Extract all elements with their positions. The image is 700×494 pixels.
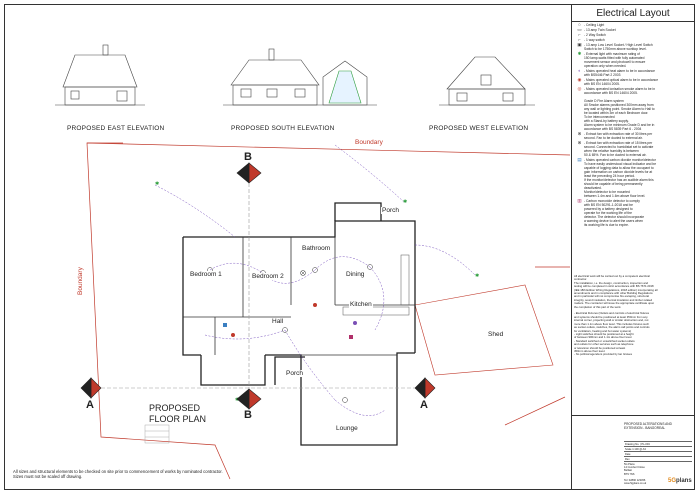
legend-item: ◎- Mains operated ionisation smoke alarm… — [572, 86, 694, 131]
section-markers — [80, 162, 436, 410]
company-logo: 5Gplans — [668, 478, 692, 484]
legend-item: ▤- Mains operated carbon dioxide monitor… — [572, 157, 694, 198]
legend-item: ▣- 13 amp Low Level Socket / High Level … — [572, 42, 694, 51]
external-light-icon: ✱ — [577, 50, 582, 56]
legend-item: ⊗- Extract fan with extraction rate of 1… — [572, 140, 694, 157]
site-footnote: All sizes and structural elements to be … — [13, 469, 223, 480]
legend-item-text: - Extract fan with extraction rate of 15… — [584, 140, 654, 157]
section-b-bottom: B — [244, 409, 252, 421]
project-title: PROPOSED ALTERATIONS AND EXTENSION - BAN… — [624, 422, 672, 430]
legend-item-text: - 13 amp Low Level Socket / High Level S… — [584, 42, 653, 51]
floor-plan-walls — [182, 202, 416, 446]
boundary-label-top: Boundary — [355, 139, 383, 146]
switch-icon: ⌐ — [578, 36, 581, 42]
legend-item-text: - Mains operated optical alarm to be in … — [584, 77, 659, 86]
drawing-info-row: Date — [624, 452, 692, 457]
room-lounge: Lounge — [335, 425, 359, 432]
legend-item-text: - Extract fan with extraction rate of 30… — [584, 131, 653, 140]
east-elevation — [55, 44, 145, 106]
floor-plan-title: PROPOSED FLOOR PLAN — [149, 403, 207, 424]
drawing-info-grid: Drawing No. | PL-004 Scale 1:100 @ A3 Da… — [624, 441, 692, 462]
smoke-alarm-icon: ◉ — [577, 76, 582, 82]
section-b-top: B — [244, 151, 252, 163]
west-elevation — [439, 56, 535, 106]
section-a-right: A — [420, 399, 428, 411]
drawing-sheet: ✱ ✱ ✱ ✱ — [4, 4, 695, 490]
boundary-label-left: Boundary — [77, 267, 84, 295]
firm-details: 5G Plans 14 Cumberl Close Belfast BT9 7N… — [624, 463, 647, 486]
svg-text:✱: ✱ — [235, 397, 240, 403]
drawing-svg: ✱ ✱ ✱ ✱ — [55, 44, 571, 480]
kitchen-units — [342, 254, 410, 316]
ionisation-alarm-icon: ◎ — [577, 85, 582, 91]
room-hall: Hall — [271, 318, 285, 325]
room-kitchen: Kitchen — [349, 301, 373, 308]
legend-item: ○- Ceiling Light — [572, 22, 694, 27]
legend-item-text: - Ceiling Light — [584, 22, 605, 27]
south-elevation — [223, 48, 377, 106]
legend-item-text: - Mains operated ionisation smoke alarm … — [584, 86, 656, 131]
floor-plan-partitions — [183, 237, 415, 356]
svg-text:✱: ✱ — [155, 181, 160, 187]
west-elevation-title: PROPOSED WEST ELEVATION — [429, 125, 529, 132]
drawing-area: ✱ ✱ ✱ ✱ — [5, 5, 571, 489]
legend-item-text: - 1 way switch — [584, 37, 605, 42]
electrical-wiring — [154, 144, 476, 416]
legend-item: ▭- 13 amp Twin Socket — [572, 27, 694, 32]
room-bathroom: Bathroom — [301, 245, 332, 252]
room-dining: Dining — [345, 271, 366, 278]
legend-item: ⌐- 2 Way Switch — [572, 32, 694, 37]
fused-spur-icon: ▣ — [577, 41, 582, 47]
socket-icon: ▭ — [577, 26, 582, 32]
extract-fan-icon: ⊗ — [577, 130, 582, 136]
legend-item: ▥- Carbon monoxide detector to comply wi… — [572, 198, 694, 227]
co-alarm-icon: ▥ — [577, 197, 582, 203]
svg-text:✱: ✱ — [475, 273, 480, 279]
legend-item: ⌐- 1 way switch — [572, 37, 694, 42]
logo-number: 5G — [668, 478, 677, 484]
electrical-notes: All electrical work will be carried out … — [574, 274, 658, 357]
section-a-left: A — [86, 399, 94, 411]
south-elevation-title: PROPOSED SOUTH ELEVATION — [231, 125, 335, 132]
electrical-symbols: ✱ ✱ ✱ ✱ — [155, 181, 480, 403]
extract-fan-icon: ⊗ — [577, 139, 582, 145]
logo-word: plans — [676, 478, 692, 484]
legend-item-text: - 2 Way Switch — [584, 32, 606, 37]
switch-icon: ⌐ — [578, 31, 581, 37]
legend-item-text: - Mains operated heat alarm to be in acc… — [584, 68, 655, 77]
svg-text:✱: ✱ — [403, 199, 408, 205]
legend-item-text: - External light with maximum rating of … — [584, 51, 646, 68]
room-bedroom-2: Bedroom 2 — [251, 273, 285, 280]
room-porch-bottom: Porch — [285, 370, 304, 377]
legend-item: ✱- External light with maximum rating of… — [572, 51, 694, 68]
legend-panel: Electrical Layout ○- Ceiling Light▭- 13 … — [571, 5, 694, 489]
drawing-info-row: Drawing No. | PL-004 — [624, 442, 692, 447]
legend-item-text: - Carbon monoxide detector to comply wit… — [584, 198, 645, 227]
drawing-info-row: Scale 1:100 @ A3 — [624, 447, 692, 452]
legend-item: ◉- Mains operated optical alarm to be in… — [572, 77, 694, 86]
drawing-info-row: Rev — [624, 457, 692, 462]
legend-item-text: - 13 amp Twin Socket — [584, 27, 616, 32]
legend-title: Electrical Layout — [572, 5, 694, 22]
legend-item: ⊗- Extract fan with extraction rate of 3… — [572, 131, 694, 140]
paved-area — [144, 424, 170, 444]
title-block: PROPOSED ALTERATIONS AND EXTENSION - BAN… — [572, 415, 694, 490]
co-detector-icon: ▤ — [577, 156, 582, 162]
shed-label: Shed — [488, 331, 504, 338]
heat-alarm-icon: ◐ — [578, 67, 581, 73]
east-elevation-title: PROPOSED EAST ELEVATION — [67, 125, 165, 132]
room-porch-top: Porch — [381, 207, 400, 214]
room-bedroom-1: Bedroom 1 — [189, 271, 223, 278]
legend-item-text: - Mains operated carbon dioxide monitor/… — [584, 157, 657, 198]
legend-list: ○- Ceiling Light▭- 13 amp Twin Socket⌐- … — [572, 22, 694, 227]
ceiling-light-icon: ○ — [578, 21, 581, 27]
shed-outline — [414, 284, 554, 376]
legend-item: ◐- Mains operated heat alarm to be in ac… — [572, 68, 694, 77]
site-boundary — [86, 142, 571, 480]
